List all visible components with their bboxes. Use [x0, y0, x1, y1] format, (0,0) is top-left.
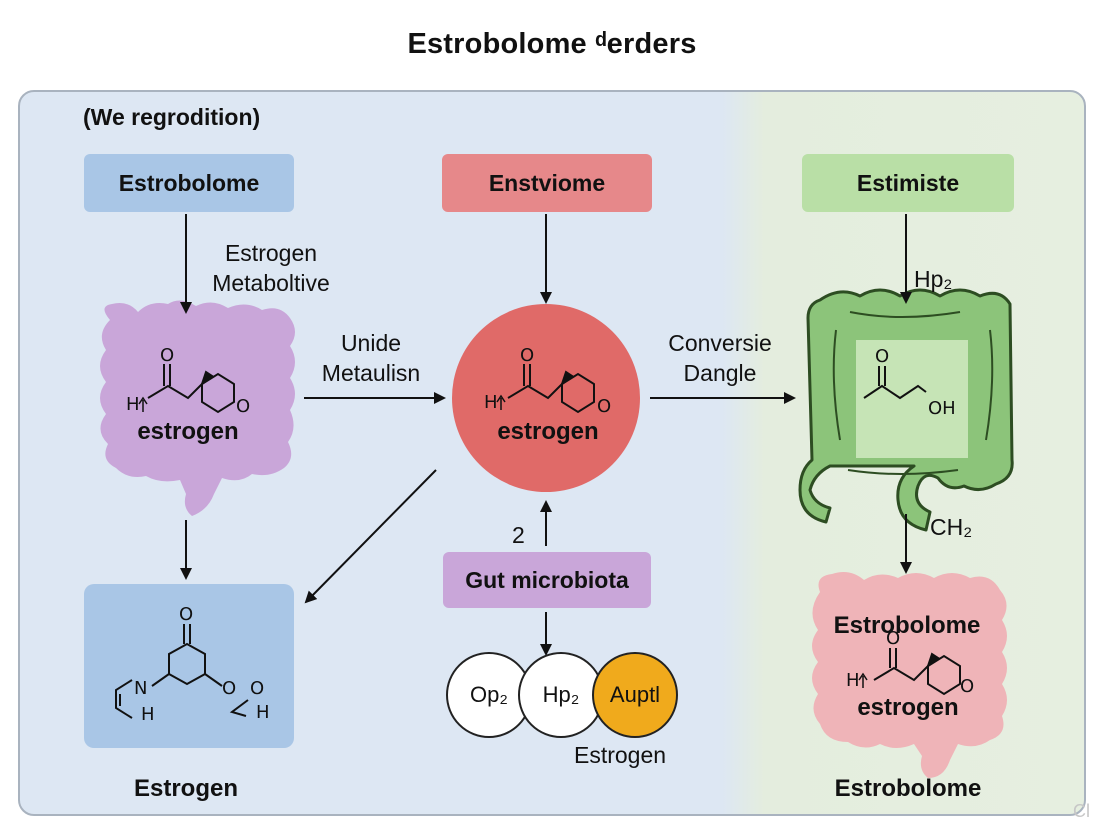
- op2-circle-label: Op₂: [470, 682, 508, 707]
- enstviome-box: Enstviome: [442, 154, 652, 212]
- blue-molecule-o-right2: O: [250, 678, 264, 699]
- label-conversie-line: Conversie: [668, 330, 772, 356]
- left-molecule-o-ring: O: [236, 396, 250, 417]
- label-hp2-top: Hp₂: [914, 266, 953, 292]
- left-molecule-h: H: [126, 394, 140, 415]
- auptl-circle: Auptl: [592, 652, 678, 738]
- hp2-circle-label: Hp₂: [542, 682, 580, 707]
- label-bottom-estrobolome: Estrobolome: [834, 775, 982, 802]
- label-dangle-line: Dangle: [683, 360, 757, 386]
- watermark: Cl: [1073, 801, 1090, 821]
- label-conversie-dangle: Conversie Dangle: [650, 328, 790, 388]
- pink-molecule: [873, 648, 961, 696]
- label-estrogen-line: Estrogen: [224, 240, 318, 266]
- label-unide-metaulisn: Unide Metaulisn: [306, 328, 436, 388]
- pink-blob-estrogen-label: estrogen: [857, 694, 959, 721]
- gut-microbiota-box-bg: [443, 552, 651, 608]
- label-estrogen-below-circles: Estrogen: [574, 742, 667, 768]
- label-two: 2: [512, 522, 525, 548]
- center-molecule: [507, 364, 595, 414]
- pink-molecule-h: H: [846, 670, 860, 691]
- pink-blob-title: Estrobolome: [833, 612, 981, 639]
- auptl-circle-label: Auptl: [609, 682, 661, 707]
- blue-molecule-box: [84, 584, 294, 748]
- arrow-circle-to-bluebox: [304, 469, 437, 604]
- blue-molecule-n: N: [134, 678, 147, 699]
- pink-molecule-o-ring: O: [960, 676, 974, 697]
- page-title: Estrobolome ᵈerders: [407, 28, 697, 60]
- blue-molecule-o-top: O: [179, 604, 193, 625]
- intestine-shape: [798, 288, 1014, 532]
- label-ch2: CH₂: [930, 514, 973, 540]
- purple-blob: [100, 300, 295, 516]
- center-molecule-h: H: [484, 392, 498, 413]
- label-metaulisn-line: Metaulisn: [321, 360, 421, 386]
- center-molecule-o-top: O: [520, 345, 534, 366]
- blue-molecule-h-left: H: [141, 704, 155, 725]
- red-circle: [452, 304, 640, 492]
- pink-molecule-o-top: O: [886, 628, 900, 649]
- center-molecule-o-ring: O: [597, 396, 611, 417]
- diagram-subtitle: (We regrodition): [83, 104, 261, 130]
- left-molecule-o-top: O: [160, 345, 174, 366]
- estimiste-box: Estimiste: [802, 154, 1014, 212]
- intestine-molecule: [863, 366, 927, 400]
- left-molecule: [147, 364, 235, 414]
- center-circle-estrogen-label: estrogen: [497, 418, 599, 445]
- label-unide-line: Unide: [340, 330, 402, 356]
- intestine-molecule-o: O: [875, 346, 889, 367]
- blue-molecule-h-right: H: [256, 702, 270, 723]
- hp2-circle: Hp₂: [518, 652, 604, 738]
- op2-circle: Op₂: [446, 652, 532, 738]
- label-estrogen-metaboltive: Estrogen Metaboltive: [196, 238, 346, 298]
- label-metaboltive-line: Metaboltive: [212, 270, 330, 296]
- blue-molecule: [115, 624, 249, 719]
- pink-blob: [812, 572, 1007, 778]
- label-bottom-estrogen: Estrogen: [133, 775, 238, 802]
- left-blob-estrogen-label: estrogen: [137, 418, 239, 445]
- intestine-molecule-oh: OH: [928, 398, 956, 419]
- blue-molecule-o-right1: O: [222, 678, 236, 699]
- estrobolome-box: Estrobolome: [84, 154, 294, 212]
- gut-microbiota-box: Gut microbiota: [465, 566, 629, 593]
